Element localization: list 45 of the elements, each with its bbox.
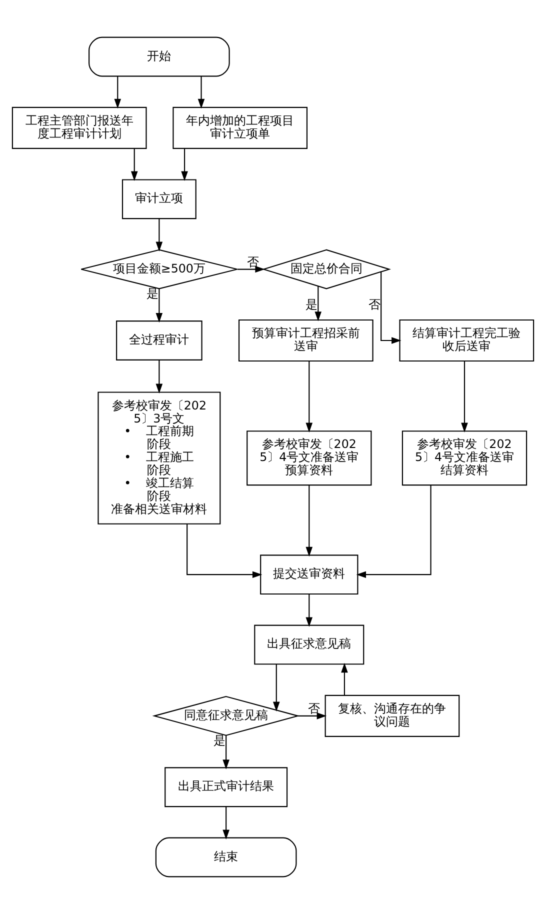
- arrow: [306, 360, 313, 432]
- edge-label: 否: [368, 296, 381, 311]
- arrow: [156, 288, 163, 322]
- node-box: 参考校审发〔2025〕3号文 • 工程前期阶段 • 工程施工阶段 • 竣工结算阶段 准备相关送审材料: [98, 391, 221, 524]
- arrow: [222, 806, 230, 839]
- node-diamond: 固定总价合同: [262, 248, 391, 289]
- node-box: 工程主管部门报送年度工程审计计划: [12, 106, 147, 148]
- arrow: [314, 286, 322, 321]
- arrow: [156, 218, 163, 251]
- node-box: 结束: [155, 836, 297, 877]
- node-box: 出具正式审计结果: [164, 766, 288, 807]
- arrow: [461, 360, 468, 432]
- node-box: 预算审计工程招采前送审: [238, 318, 374, 362]
- arrow: [222, 734, 230, 769]
- arrow: [237, 265, 265, 272]
- arrow: [186, 524, 262, 578]
- node-box: 开始: [88, 36, 230, 76]
- arrow: [298, 712, 327, 719]
- node-box: 结算审计工程完工验收后送审: [399, 318, 534, 362]
- node-box: 出具征求意见稿: [254, 624, 364, 664]
- node-diamond: 项目金额≥500万: [80, 248, 238, 289]
- arrow: [198, 76, 205, 108]
- edge-label: 是: [146, 286, 159, 300]
- node-box: 全过程审计: [116, 320, 202, 360]
- edge-label: 是: [214, 732, 226, 747]
- edge-label: 是: [306, 297, 318, 312]
- edge-label: 否: [247, 254, 260, 268]
- node-box: 提交送审资料: [260, 554, 358, 594]
- arrow: [341, 662, 348, 695]
- arrow: [306, 484, 313, 556]
- node-diamond: 同意征求意见稿: [152, 695, 300, 736]
- node-box: 复核、沟通存在的争议问题: [324, 694, 460, 736]
- arrow: [272, 664, 280, 712]
- arrow: [306, 594, 313, 626]
- arrow: [156, 360, 163, 393]
- arrow: [380, 271, 402, 344]
- arrow: [356, 484, 432, 578]
- node-box: 年内增加的工程项目审计立项单: [172, 106, 308, 148]
- node-box: 参考校审发〔2025〕4号文准备送审预算资料: [246, 430, 372, 486]
- node-box: 审计立项: [122, 178, 196, 219]
- arrow: [181, 148, 188, 180]
- arrow: [114, 76, 122, 108]
- edge-label: 否: [308, 700, 320, 715]
- node-box: 参考校审发〔2025〕4号文准备送审结算资料: [402, 430, 528, 486]
- arrow: [130, 148, 138, 180]
